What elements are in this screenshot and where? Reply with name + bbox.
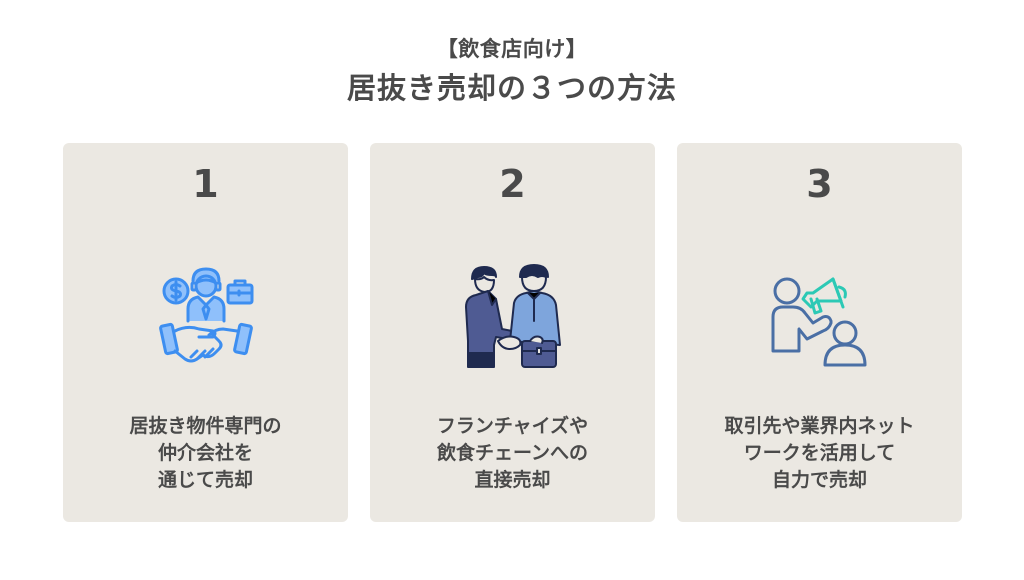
card-number: 1 — [192, 162, 219, 206]
desc-line: ワークを活用して — [743, 442, 896, 464]
method-card-2: 2 — [370, 143, 655, 522]
broker-handshake-icon — [151, 261, 261, 371]
desc-line: 通じて売却 — [157, 469, 253, 491]
card-description: 居抜き物件専門の 仲介会社を 通じて売却 — [63, 413, 348, 494]
method-card-1: 1 — [63, 143, 348, 522]
card-description: 取引先や業界内ネット ワークを活用して 自力で売却 — [677, 413, 962, 494]
desc-line: 自力で売却 — [771, 469, 867, 491]
page-subtitle: 【飲食店向け】 — [436, 37, 588, 61]
desc-line: 取引先や業界内ネット — [724, 415, 915, 437]
desc-line: フランチャイズや — [436, 415, 589, 437]
desc-line: 飲食チェーンへの — [436, 442, 589, 464]
desc-line: 仲介会社を — [157, 442, 253, 464]
desc-line: 居抜き物件専門の — [129, 415, 282, 437]
page-title: 居抜き売却の３つの方法 — [346, 71, 677, 105]
method-card-3: 3 取引先や業界内ネット ワークを活用して 自力で売却 — [677, 143, 962, 522]
businessmen-handshake-icon — [458, 261, 568, 371]
desc-line: 直接売却 — [474, 469, 551, 491]
card-description: フランチャイズや 飲食チェーンへの 直接売却 — [370, 413, 655, 494]
megaphone-network-icon — [765, 261, 875, 371]
card-number: 2 — [499, 162, 526, 206]
card-number: 3 — [806, 162, 833, 206]
